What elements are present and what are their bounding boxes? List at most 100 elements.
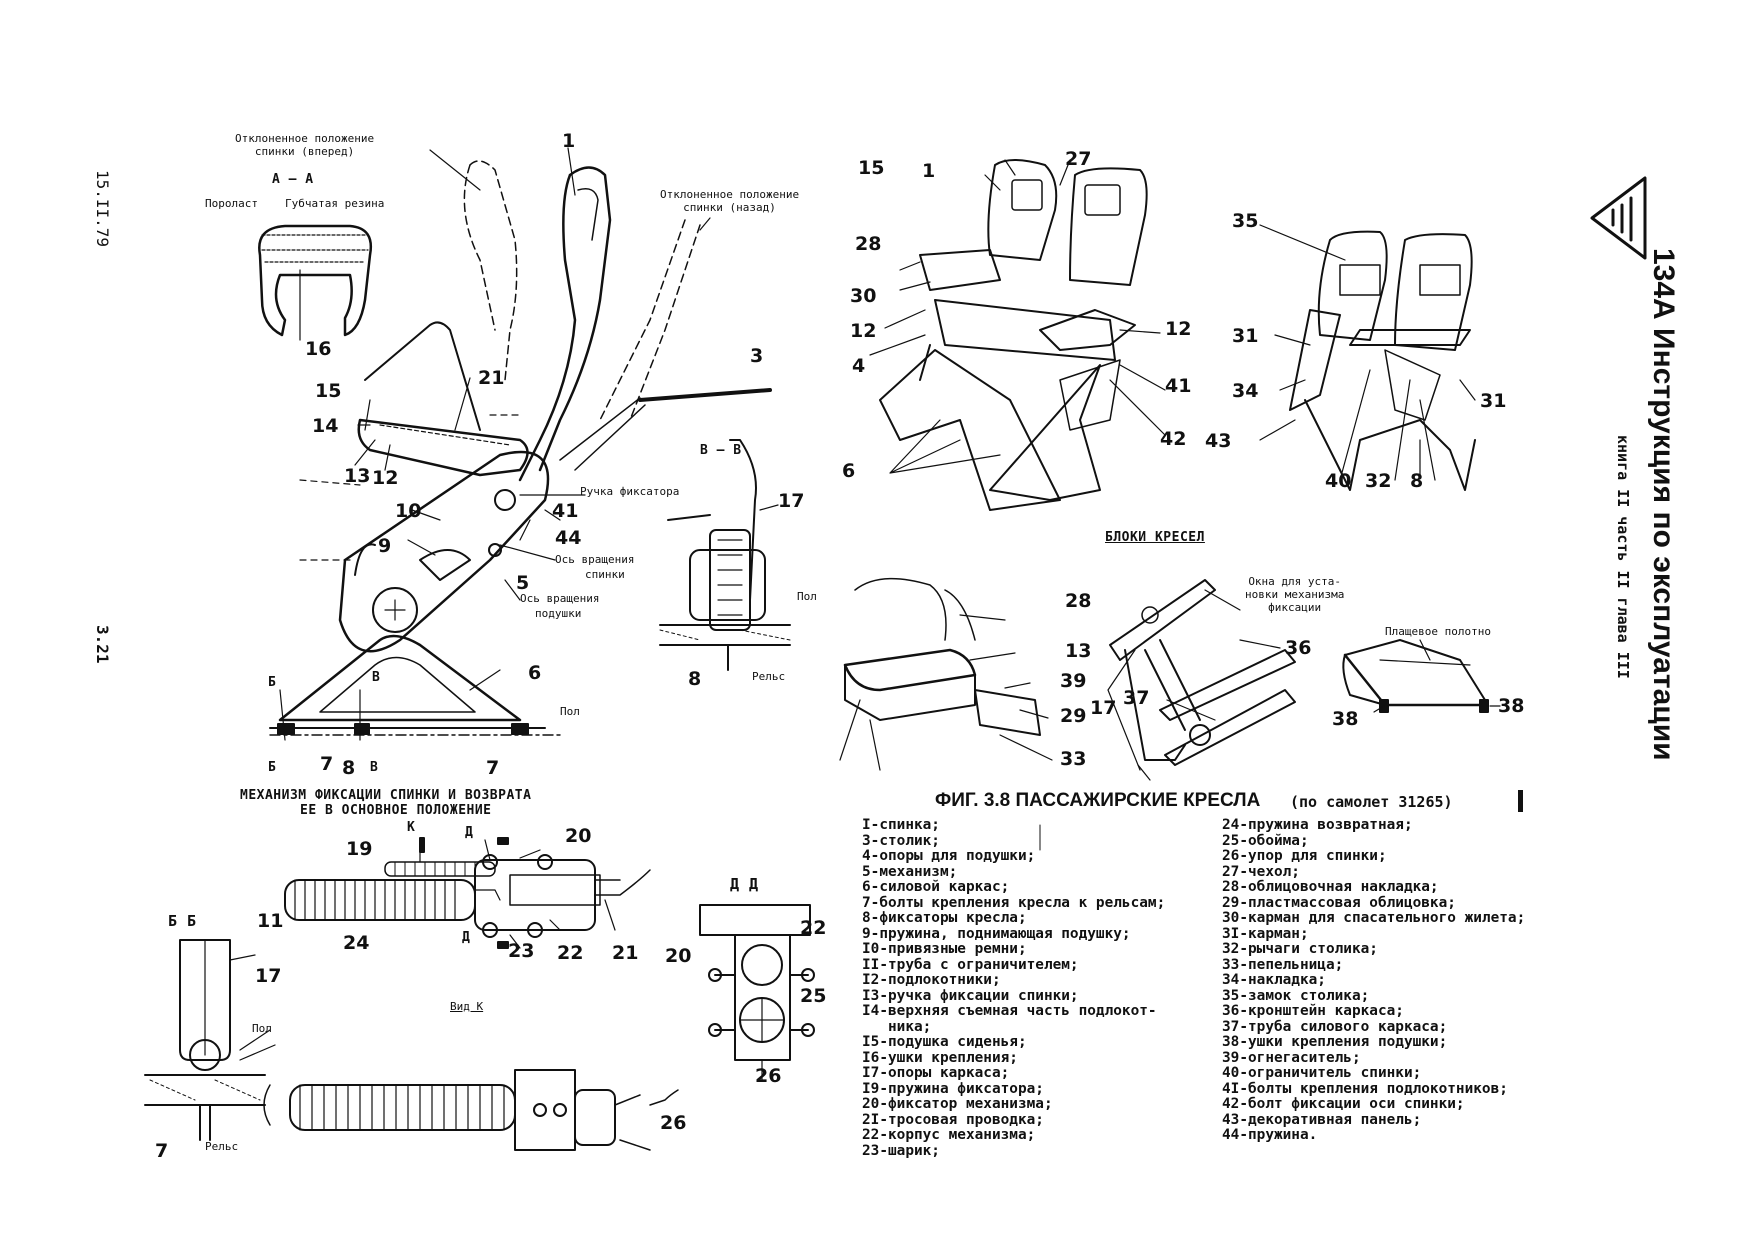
seat-side-view (269, 147, 772, 741)
legend-item: 3I-карман; (1222, 925, 1309, 942)
callout-6-r: 6 (842, 460, 856, 482)
cushion-axis-label-2: подушки (535, 607, 582, 620)
callout-28-r: 28 (855, 233, 882, 255)
revision-bar (1518, 790, 1523, 812)
callout-8-left: 8 (342, 757, 356, 779)
legend-item: ника; (862, 1018, 932, 1035)
callout-42: 42 (1160, 428, 1187, 450)
callout-9: 9 (378, 535, 392, 557)
blocks-caption: БЛОКИ КРЕСЕЛ (1105, 530, 1205, 545)
callout-7-bb: 7 (155, 1140, 169, 1162)
legend-item: 39-огнегаситель; (1222, 1049, 1361, 1066)
section-vv-label: В – В (700, 443, 742, 458)
legend-item: 24-пружина возвратная; (1222, 817, 1413, 833)
callout-31-left: 31 (1232, 325, 1259, 347)
callout-8-r: 8 (1410, 470, 1424, 492)
figure-subtitle: (по самолет 31265) (1290, 793, 1453, 811)
section-dd (699, 904, 815, 1081)
legend-right: 24-пружина возвратная;25-обойма;26-упор … (1222, 817, 1525, 1144)
callout-41: 41 (552, 500, 579, 522)
callout-29: 29 (1060, 705, 1087, 727)
legend-item: 26-упор для спинки; (1222, 848, 1387, 864)
seat-block-rear (1259, 224, 1476, 491)
legend-item: II-труба с ограничителем; (862, 956, 1079, 973)
callout-39: 39 (1060, 670, 1087, 692)
mark-d-top: Д (465, 825, 474, 840)
callout-34: 34 (1232, 380, 1259, 402)
callout-26-k: 26 (660, 1112, 687, 1134)
legend-item: 9-пружина, поднимающая подушку; (862, 925, 1131, 942)
callout-7-left: 7 (320, 753, 334, 775)
callout-15: 15 (315, 380, 342, 402)
legend-item: 44-пружина. (1222, 1127, 1318, 1143)
callout-13-b: 13 (1065, 640, 1092, 662)
forward-position-label: Отклоненное положение спинки (вперед) (235, 132, 375, 158)
window-label: Окна для уста- новки механизма фиксации (1245, 575, 1345, 614)
legend-item: 25-обойма; (1222, 832, 1309, 849)
legend-item: 32-рычаги столика; (1222, 941, 1378, 957)
floor-label-vv: Пол (797, 590, 817, 603)
callout-21-mech: 21 (612, 942, 639, 964)
mark-v-bottom: В (370, 760, 379, 775)
figure-title: ФИГ. 3.8 ПАССАЖИРСКИЕ КРЕСЛА (935, 790, 1261, 811)
callout-35: 35 (1232, 210, 1259, 232)
legend-item: 6-силовой каркас; (862, 879, 1010, 895)
legend-item: 3-столик; (862, 832, 940, 849)
rail-label-bb: Рельс (205, 1140, 239, 1153)
mark-k: К (407, 820, 416, 835)
callout-16: 16 (305, 338, 332, 360)
mechanism-caption-1: МЕХАНИЗМ ФИКСАЦИИ СПИНКИ И ВОЗВРАТА (240, 788, 532, 803)
back-axis-label: Ось вращения (555, 553, 635, 566)
section-dd-label: Д Д (730, 875, 759, 893)
mark-b-bottom: Б (268, 760, 277, 775)
section-vv (659, 439, 791, 671)
callout-23: 23 (508, 940, 535, 962)
callout-6: 6 (528, 662, 542, 684)
legend-item: 2I-тросовая проводка; (862, 1111, 1044, 1128)
view-k-assembly (263, 1069, 679, 1151)
callout-32: 32 (1365, 470, 1392, 492)
legend-item: 4I-болты крепления подлокотников; (1222, 1080, 1508, 1097)
legend-item: 35-замок столика; (1222, 987, 1370, 1004)
cushion-axis-label: Ось вращения (520, 592, 600, 605)
legend-item: I0-привязные ремни; (862, 941, 1027, 957)
seat-block-front (869, 159, 1166, 511)
legend-item: 27-чехол; (1222, 863, 1300, 880)
lock-handle-label: Ручка фиксатора (580, 485, 680, 498)
callout-5: 5 (516, 572, 530, 594)
section-bb-label: Б Б (168, 912, 197, 930)
legend-item: I7-опоры каркаса; (862, 1065, 1010, 1081)
legend-item: I9-пружина фиксатора; (862, 1080, 1044, 1097)
callout-22: 22 (557, 942, 584, 964)
callout-37: 37 (1123, 687, 1150, 709)
mechanism-caption-2: ЕЕ В ОСНОВНОЕ ПОЛОЖЕНИЕ (300, 803, 492, 818)
legend-item: 8-фиксаторы кресла; (862, 910, 1027, 926)
legend-item: 36-кронштейн каркаса; (1222, 1003, 1404, 1019)
legend-item: I2-подлокотники; (862, 972, 1001, 988)
rail-label-vv: Рельс (752, 670, 786, 683)
callout-1-r: 1 (922, 160, 936, 182)
legend-item: I-спинка; (862, 817, 940, 833)
legend-item: I3-ручка фиксации спинки; (862, 987, 1079, 1004)
callout-20-dd: 20 (665, 945, 692, 967)
callout-28-b: 28 (1065, 590, 1092, 612)
callout-33: 33 (1060, 748, 1087, 770)
legend-item: 37-труба силового каркаса; (1222, 1018, 1448, 1035)
callout-20: 20 (565, 825, 592, 847)
frame-bracket (1107, 579, 1296, 781)
back-position-label: Отклоненное положение спинки (назад) (660, 188, 800, 214)
document-subtitle: книга II часть II глава III (1614, 435, 1632, 679)
legend-item: 40-ограничитель спинки; (1222, 1065, 1422, 1081)
callout-40: 40 (1325, 470, 1352, 492)
callout-22-dd: 22 (800, 917, 827, 939)
cushion-frame (1342, 639, 1501, 713)
floor-label-bb: Пол (252, 1022, 272, 1035)
legend-item: 38-ушки крепления подушки; (1222, 1034, 1448, 1050)
legend-item: 33-пепельница; (1222, 956, 1344, 973)
callout-41-r: 41 (1165, 375, 1192, 397)
legend-item: 5-механизм; (862, 863, 958, 880)
legend-item: 28-облицовочная накладка; (1222, 879, 1439, 895)
legend-item: 34-накладка; (1222, 972, 1326, 988)
callout-15-r: 15 (858, 157, 885, 179)
callout-12: 12 (372, 467, 399, 489)
